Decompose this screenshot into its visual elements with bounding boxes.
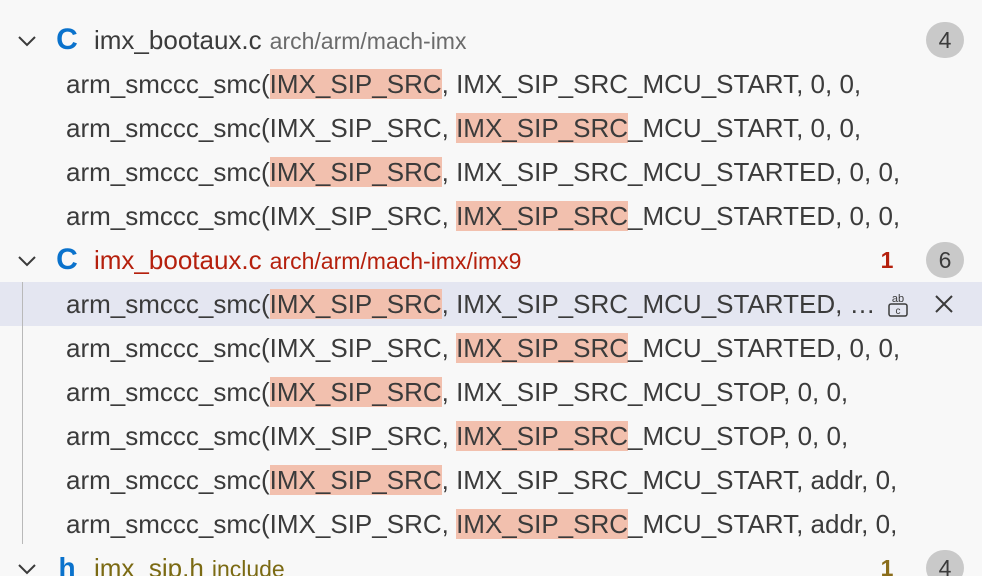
- match-highlight: IMX_SIP_SRC: [269, 69, 442, 99]
- svg-text:ab: ab: [892, 293, 904, 305]
- match-text: arm_smccc_smc(IMX_SIP_SRC, IMX_SIP_SRC_M…: [66, 201, 901, 231]
- match-line[interactable]: arm_smccc_smc(IMX_SIP_SRC, IMX_SIP_SRC_M…: [0, 150, 982, 194]
- match-highlight: IMX_SIP_SRC: [456, 333, 629, 363]
- indent-guide: [22, 282, 23, 544]
- match-line[interactable]: arm_smccc_smc(IMX_SIP_SRC, IMX_SIP_SRC_M…: [0, 194, 982, 238]
- match-highlight: IMX_SIP_SRC: [456, 113, 629, 143]
- svg-text:c: c: [896, 306, 901, 317]
- file-path: arch/arm/mach-imx/imx9: [269, 248, 522, 274]
- match-text: arm_smccc_smc(IMX_SIP_SRC, IMX_SIP_SRC_M…: [66, 509, 898, 539]
- replace-icon[interactable]: ab c: [884, 290, 912, 318]
- match-text: arm_smccc_smc(IMX_SIP_SRC, IMX_SIP_SRC_M…: [66, 113, 862, 143]
- match-count-badge: 4: [926, 550, 964, 576]
- match-line[interactable]: arm_smccc_smc(IMX_SIP_SRC, IMX_SIP_SRC_M…: [0, 458, 982, 502]
- close-icon[interactable]: [930, 290, 958, 318]
- match-text: arm_smccc_smc(IMX_SIP_SRC, IMX_SIP_SRC_M…: [66, 157, 901, 187]
- c-file-icon: C: [56, 243, 78, 276]
- match-highlight: IMX_SIP_SRC: [456, 421, 629, 451]
- match-line[interactable]: arm_smccc_smc(IMX_SIP_SRC, IMX_SIP_SRC_M…: [0, 502, 982, 546]
- match-highlight: IMX_SIP_SRC: [269, 465, 442, 495]
- match-line[interactable]: arm_smccc_smc(IMX_SIP_SRC, IMX_SIP_SRC_M…: [0, 62, 982, 106]
- match-text: arm_smccc_smc(IMX_SIP_SRC, IMX_SIP_SRC_M…: [66, 69, 862, 99]
- match-count-badge: 6: [926, 242, 964, 278]
- problem-count: 1: [880, 247, 894, 273]
- match-text: arm_smccc_smc(IMX_SIP_SRC, IMX_SIP_SRC_M…: [66, 333, 901, 363]
- match-highlight: IMX_SIP_SRC: [456, 509, 629, 539]
- chevron-down-icon[interactable]: [16, 30, 38, 52]
- match-highlight: IMX_SIP_SRC: [269, 157, 442, 187]
- match-highlight: IMX_SIP_SRC: [456, 201, 629, 231]
- match-line[interactable]: arm_smccc_smc(IMX_SIP_SRC, IMX_SIP_SRC_M…: [0, 370, 982, 414]
- file-path: arch/arm/mach-imx: [269, 28, 467, 54]
- match-highlight: IMX_SIP_SRC: [269, 377, 442, 407]
- h-file-icon: h: [58, 552, 76, 576]
- problem-count: 1: [880, 555, 894, 576]
- match-highlight: IMX_SIP_SRC: [269, 289, 442, 319]
- match-line-selected[interactable]: arm_smccc_smc(IMX_SIP_SRC, IMX_SIP_SRC_M…: [0, 282, 982, 326]
- chevron-down-icon[interactable]: [16, 558, 38, 576]
- match-line[interactable]: arm_smccc_smc(IMX_SIP_SRC, IMX_SIP_SRC_M…: [0, 326, 982, 370]
- match-line[interactable]: arm_smccc_smc(IMX_SIP_SRC, IMX_SIP_SRC_M…: [0, 106, 982, 150]
- chevron-down-icon[interactable]: [16, 250, 38, 272]
- file-path: include: [211, 556, 285, 576]
- match-text: arm_smccc_smc(IMX_SIP_SRC, IMX_SIP_SRC_M…: [66, 421, 849, 451]
- c-file-icon: C: [56, 23, 78, 56]
- match-count-badge: 4: [926, 22, 964, 58]
- match-line[interactable]: arm_smccc_smc(IMX_SIP_SRC, IMX_SIP_SRC_M…: [0, 414, 982, 458]
- match-text: arm_smccc_smc(IMX_SIP_SRC, IMX_SIP_SRC_M…: [66, 465, 898, 495]
- match-text: arm_smccc_smc(IMX_SIP_SRC, IMX_SIP_SRC_M…: [66, 377, 849, 407]
- match-text: arm_smccc_smc(IMX_SIP_SRC, IMX_SIP_SRC_M…: [66, 289, 876, 319]
